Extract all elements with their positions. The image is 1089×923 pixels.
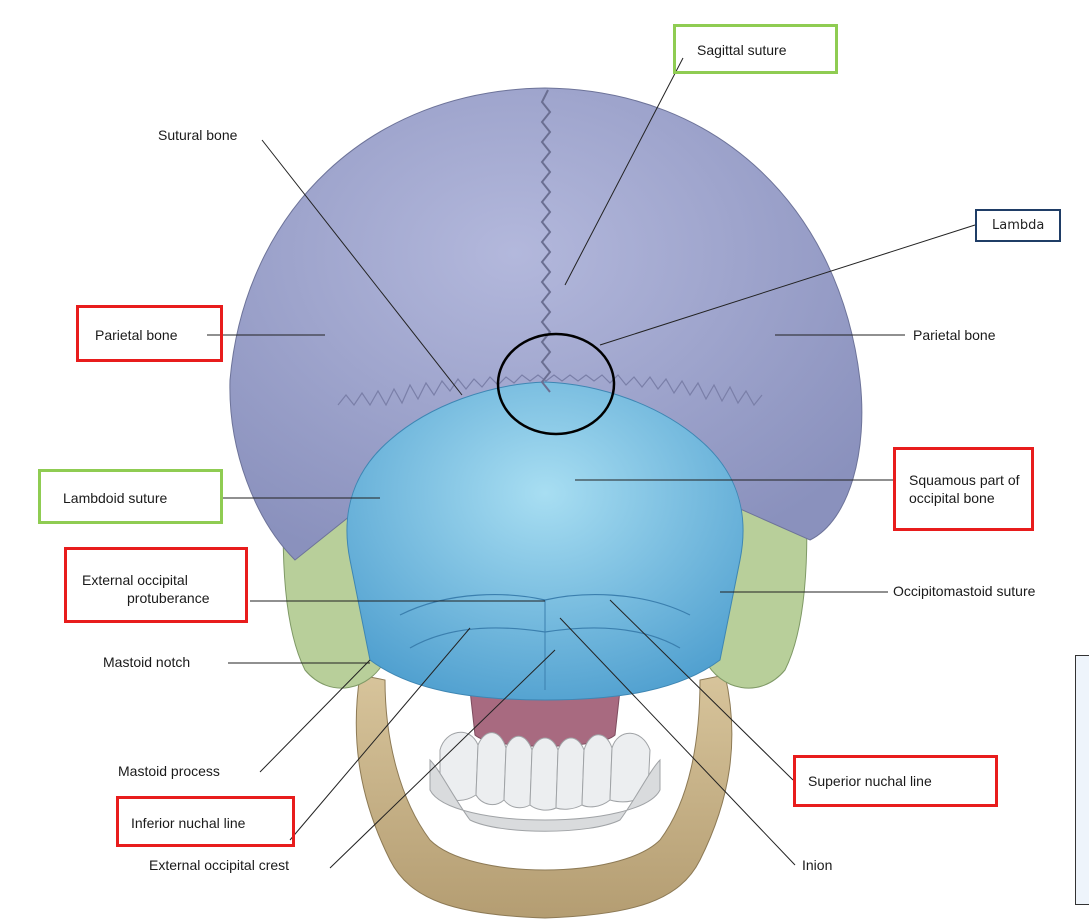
lambdoid-suture-line [337, 374, 763, 407]
label-ext-occ-protuberance-line1: External occipital [82, 572, 188, 588]
superior-nuchal-line-box [793, 755, 998, 807]
ext-occ-protuberance-box [64, 547, 248, 623]
label-inferior-nuchal-line: Inferior nuchal line [131, 815, 246, 831]
label-squamous-line1: Squamous part of [909, 472, 1020, 488]
label-external-occipital-crest: External occipital crest [149, 857, 290, 873]
label-parietal-bone-right: Parietal bone [913, 327, 996, 343]
leader-lines [207, 57, 976, 869]
label-mastoid-notch: Mastoid notch [103, 654, 191, 670]
inferior-nuchal-line-box [116, 796, 295, 847]
sagittal-suture-box [673, 24, 838, 74]
parietal-bone-left-box [76, 305, 223, 362]
mandible [355, 674, 733, 919]
label-squamous-line2: occipital bone [909, 490, 995, 506]
label-mastoid-process: Mastoid process [118, 763, 220, 779]
label-ext-occ-protuberance-line2: protuberance [127, 590, 210, 606]
occipital-bone [346, 381, 744, 701]
label-occipitomastoid-suture: Occipitomastoid suture [893, 583, 1036, 599]
lambdoid-suture-box [38, 469, 223, 524]
side-panel [1075, 655, 1089, 905]
lambda-box [975, 209, 1061, 242]
lambda-circle [496, 332, 616, 436]
teeth [429, 731, 661, 832]
label-lambda: Lambda [992, 218, 1045, 233]
label-parietal-bone-left: Parietal bone [95, 327, 178, 343]
label-sutural-bone: Sutural bone [158, 127, 238, 143]
sagittal-suture-line [540, 89, 552, 393]
label-inion: Inion [802, 857, 833, 873]
label-lambdoid-suture: Lambdoid suture [63, 490, 168, 506]
label-sagittal-suture: Sagittal suture [697, 42, 787, 58]
squamous-part-box [893, 447, 1034, 531]
label-superior-nuchal-line: Superior nuchal line [808, 773, 932, 789]
